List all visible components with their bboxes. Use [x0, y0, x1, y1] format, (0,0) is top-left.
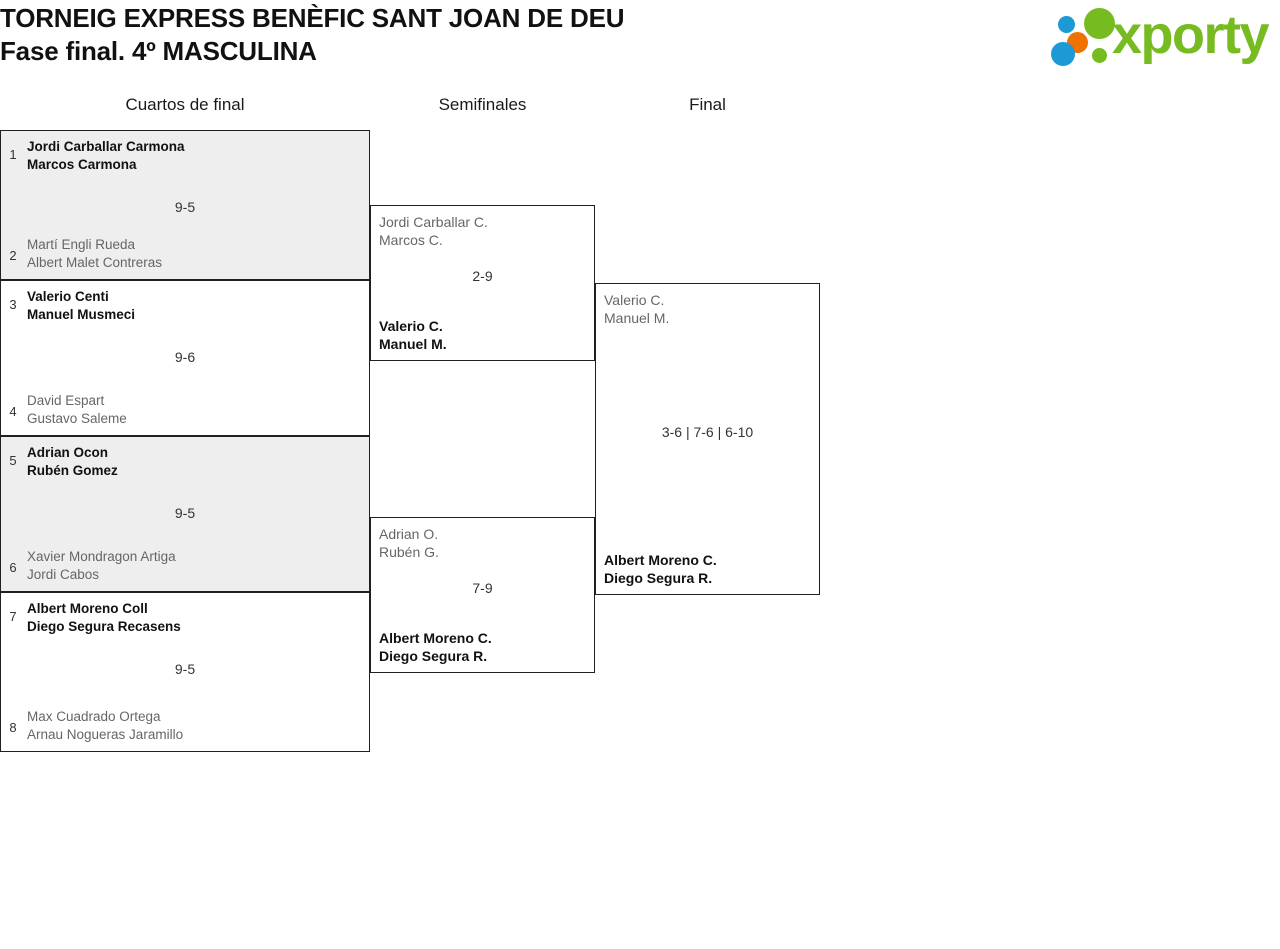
player-name: Rubén Gomez — [27, 463, 118, 478]
tournament-title: TORNEIG EXPRESS BENÈFIC SANT JOAN DE DEU… — [0, 2, 1000, 68]
player-name: Manuel M. — [379, 336, 447, 352]
player-name: Adrian O. — [379, 526, 439, 542]
player-name: Valerio C. — [604, 292, 665, 308]
player-name: Jordi Cabos — [27, 567, 100, 582]
team-entry: Max Cuadrado Ortega Arnau Nogueras Jaram… — [27, 708, 363, 744]
logo-dots-icon — [1050, 6, 1118, 68]
team-entry: Valerio C. Manuel M. — [604, 291, 813, 327]
player-name: Albert Moreno C. — [379, 630, 492, 646]
match-score: 9-6 — [174, 349, 196, 365]
player-name: Rubén G. — [379, 544, 439, 560]
player-name: Arnau Nogueras Jaramillo — [27, 727, 184, 742]
seed-number: 7 — [9, 609, 17, 624]
match-score: 7-9 — [472, 580, 493, 596]
tournament-name: TORNEIG EXPRESS BENÈFIC SANT JOAN DE DEU — [0, 3, 625, 33]
match-semifinal-1[interactable]: Jordi Carballar C. Marcos C. 2-9 Valerio… — [370, 205, 595, 361]
player-name: Marcos Carmona — [27, 157, 137, 172]
match-quarterfinal-3[interactable]: 5 Adrian Ocon Rubén Gomez 9-5 6 Xavier M… — [0, 436, 370, 592]
player-name: Adrian Ocon — [27, 445, 109, 460]
team-entry: Jordi Carballar C. Marcos C. — [379, 213, 588, 249]
logo-dot-blue-small — [1058, 16, 1075, 33]
match-score: 9-5 — [174, 505, 196, 521]
player-name: Diego Segura R. — [604, 570, 713, 586]
team-entry: Jordi Carballar Carmona Marcos Carmona — [27, 138, 363, 174]
player-name: Manuel Musmeci — [27, 307, 136, 322]
player-name: Jordi Carballar Carmona — [27, 139, 185, 154]
tournament-phase: Fase final. 4º MASCULINA — [0, 36, 317, 66]
player-name: Xavier Mondragon Artiga — [27, 549, 176, 564]
seed-number: 2 — [9, 248, 17, 263]
match-score: 9-5 — [174, 661, 196, 677]
player-name: Diego Segura R. — [379, 648, 488, 664]
match-score: 2-9 — [472, 268, 493, 284]
player-name: Marcos C. — [379, 232, 443, 248]
round-header-final: Final — [689, 95, 726, 114]
player-name: Gustavo Saleme — [27, 411, 127, 426]
team-entry: Valerio C. Manuel M. — [379, 317, 588, 353]
team-entry: Adrian Ocon Rubén Gomez — [27, 444, 363, 480]
player-name: Martí Engli Rueda — [27, 237, 136, 252]
player-name: Albert Moreno C. — [604, 552, 717, 568]
match-quarterfinal-2[interactable]: 3 Valerio Centi Manuel Musmeci 9-6 4 Dav… — [0, 280, 370, 436]
player-name: Diego Segura Recasens — [27, 619, 181, 634]
player-name: Albert Malet Contreras — [27, 255, 163, 270]
team-entry: Xavier Mondragon Artiga Jordi Cabos — [27, 548, 363, 584]
seed-number: 6 — [9, 560, 17, 575]
player-name: Valerio C. — [379, 318, 443, 334]
round-headers: Cuartos de final Semifinales Final — [0, 95, 1280, 125]
player-name: Albert Moreno Coll — [27, 601, 148, 616]
match-final[interactable]: Valerio C. Manuel M. 3-6 | 7-6 | 6-10 Al… — [595, 283, 820, 595]
player-name: Jordi Carballar C. — [379, 214, 488, 230]
round-header-semifinals: Semifinales — [438, 95, 527, 114]
match-score: 3-6 | 7-6 | 6-10 — [661, 424, 754, 440]
seed-number: 3 — [9, 297, 17, 312]
round-header-quarterfinals: Cuartos de final — [125, 95, 245, 114]
team-entry: Albert Moreno Coll Diego Segura Recasens — [27, 600, 363, 636]
seed-number: 8 — [9, 720, 17, 735]
xporty-logo[interactable]: xporty — [1050, 5, 1276, 68]
match-quarterfinal-4[interactable]: 7 Albert Moreno Coll Diego Segura Recase… — [0, 592, 370, 752]
logo-dot-blue-large — [1051, 42, 1075, 66]
match-semifinal-2[interactable]: Adrian O. Rubén G. 7-9 Albert Moreno C. … — [370, 517, 595, 673]
seed-number: 5 — [9, 453, 17, 468]
player-name: Valerio Centi — [27, 289, 109, 304]
team-entry: Valerio Centi Manuel Musmeci — [27, 288, 363, 324]
logo-dot-green-large — [1084, 8, 1115, 39]
seed-number: 1 — [9, 147, 17, 162]
logo-dot-green-small — [1092, 48, 1107, 63]
player-name: Manuel M. — [604, 310, 670, 326]
page-header: TORNEIG EXPRESS BENÈFIC SANT JOAN DE DEU… — [0, 0, 1280, 80]
team-entry: Adrian O. Rubén G. — [379, 525, 588, 561]
team-entry: Martí Engli Rueda Albert Malet Contreras — [27, 236, 363, 272]
logo-wordmark: xporty — [1112, 5, 1270, 65]
seed-number: 4 — [9, 404, 17, 419]
player-name: David Espart — [27, 393, 105, 408]
match-quarterfinal-1[interactable]: 1 Jordi Carballar Carmona Marcos Carmona… — [0, 130, 370, 280]
team-entry: Albert Moreno C. Diego Segura R. — [604, 551, 813, 587]
tournament-bracket: 1 Jordi Carballar Carmona Marcos Carmona… — [0, 130, 840, 760]
team-entry: Albert Moreno C. Diego Segura R. — [379, 629, 588, 665]
match-score: 9-5 — [174, 199, 196, 215]
player-name: Max Cuadrado Ortega — [27, 709, 161, 724]
team-entry: David Espart Gustavo Saleme — [27, 392, 363, 428]
